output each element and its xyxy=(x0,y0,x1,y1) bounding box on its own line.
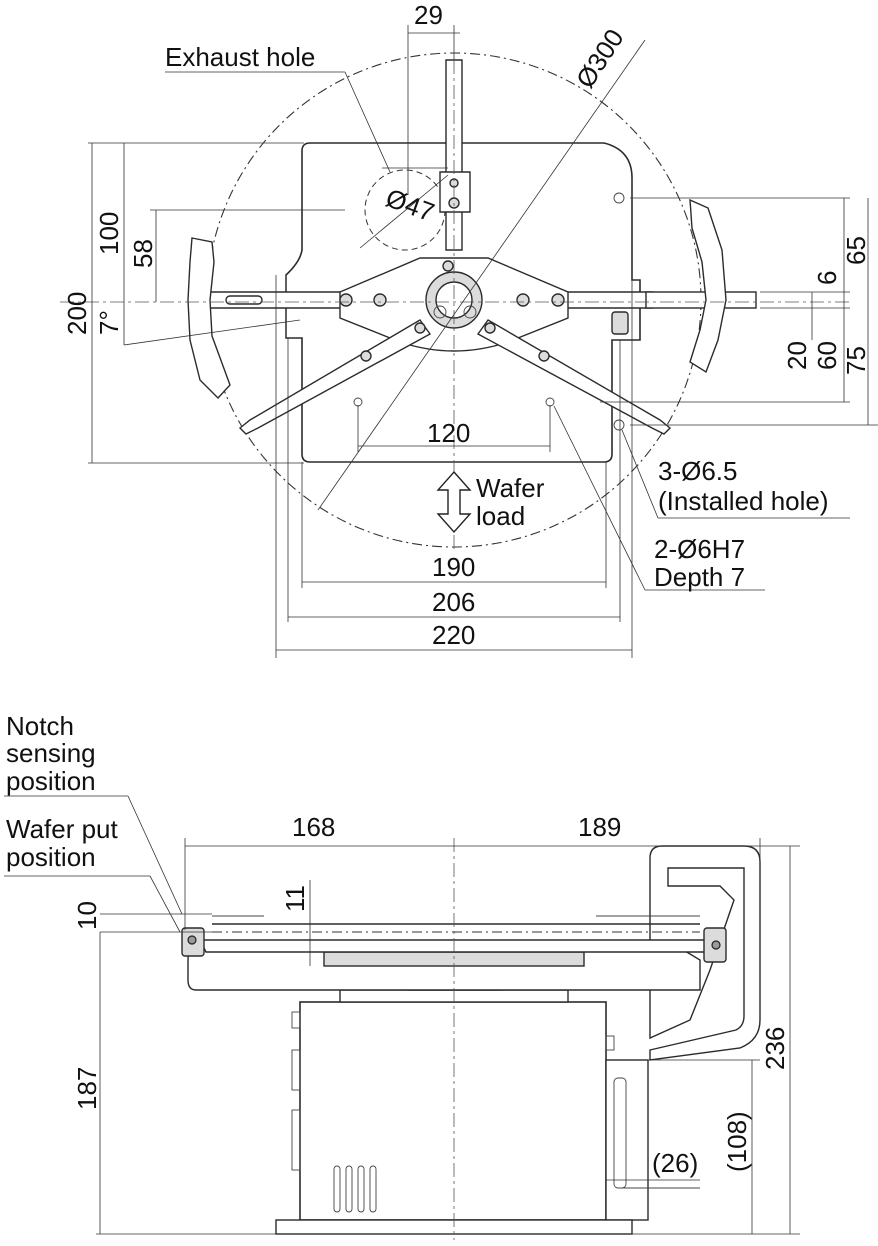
label-installed-hole-1: 3-Ø6.5 xyxy=(658,456,738,486)
label-put-1: Wafer put xyxy=(6,814,119,844)
arm-lower-right xyxy=(476,319,672,435)
side-view: Notch sensing position Wafer put positio… xyxy=(4,711,800,1240)
wafer-load-arrow xyxy=(436,470,472,534)
label-wafer-load-1: Wafer xyxy=(476,473,545,503)
label-notch-3: position xyxy=(6,766,96,796)
vent-slots xyxy=(333,1165,377,1213)
dim-right-75: 75 xyxy=(841,346,871,375)
dim-right-60: 60 xyxy=(812,341,842,370)
label-put-2: position xyxy=(6,842,96,872)
installed-hole-top xyxy=(613,192,625,204)
dim-right-65: 65 xyxy=(841,236,871,265)
label-exhaust-hole: Exhaust hole xyxy=(165,42,315,72)
pin-hole-left xyxy=(353,397,363,407)
label-notch-2: sensing xyxy=(6,738,96,768)
top-view: Exhaust hole 29 Ø300 Ø47 100 58 200 7° 6… xyxy=(60,0,878,658)
dim-236: 236 xyxy=(760,1027,790,1070)
label-installed-hole-2: (Installed hole) xyxy=(658,486,829,516)
arm-slot-left xyxy=(225,295,263,305)
dim-right-6: 6 xyxy=(812,271,842,285)
dim-10: 10 xyxy=(72,901,102,930)
dim-168: 168 xyxy=(292,812,335,842)
arm-slot-right xyxy=(645,291,757,309)
arm-lower-left xyxy=(238,319,432,435)
dim-220: 220 xyxy=(432,620,475,650)
dim-wafer-diameter: Ø300 xyxy=(570,24,630,94)
dim-120: 120 xyxy=(427,418,470,448)
dim-left-58: 58 xyxy=(128,239,158,268)
label-wafer-load-2: load xyxy=(476,501,525,531)
dim-189: 189 xyxy=(578,812,621,842)
gripper-right xyxy=(689,198,727,374)
dim-26: (26) xyxy=(652,1148,698,1178)
side-view-dimension-lines xyxy=(4,795,800,1235)
dim-angle: 7° xyxy=(94,310,124,335)
dim-187: 187 xyxy=(72,1067,102,1110)
dim-left-100: 100 xyxy=(94,212,124,255)
top-view-dimension-lines xyxy=(88,25,878,658)
dim-left-200: 200 xyxy=(62,292,92,335)
dim-11: 11 xyxy=(280,885,310,912)
dim-190: 190 xyxy=(432,552,475,582)
base-plate xyxy=(285,142,641,463)
installed-hole-bottom xyxy=(613,419,625,431)
dim-108: (108) xyxy=(722,1111,752,1172)
dim-right-20: 20 xyxy=(782,341,812,370)
label-pin-hole-2: Depth 7 xyxy=(654,562,745,592)
label-pin-hole-1: 2-Ø6H7 xyxy=(654,534,745,564)
pin-hole-right xyxy=(545,397,555,407)
gripper-left xyxy=(187,237,231,400)
dim-hole-diameter: Ø47 xyxy=(382,182,438,227)
dim-206: 206 xyxy=(432,587,475,617)
label-notch-1: Notch xyxy=(6,711,74,741)
dim-29: 29 xyxy=(414,0,443,30)
